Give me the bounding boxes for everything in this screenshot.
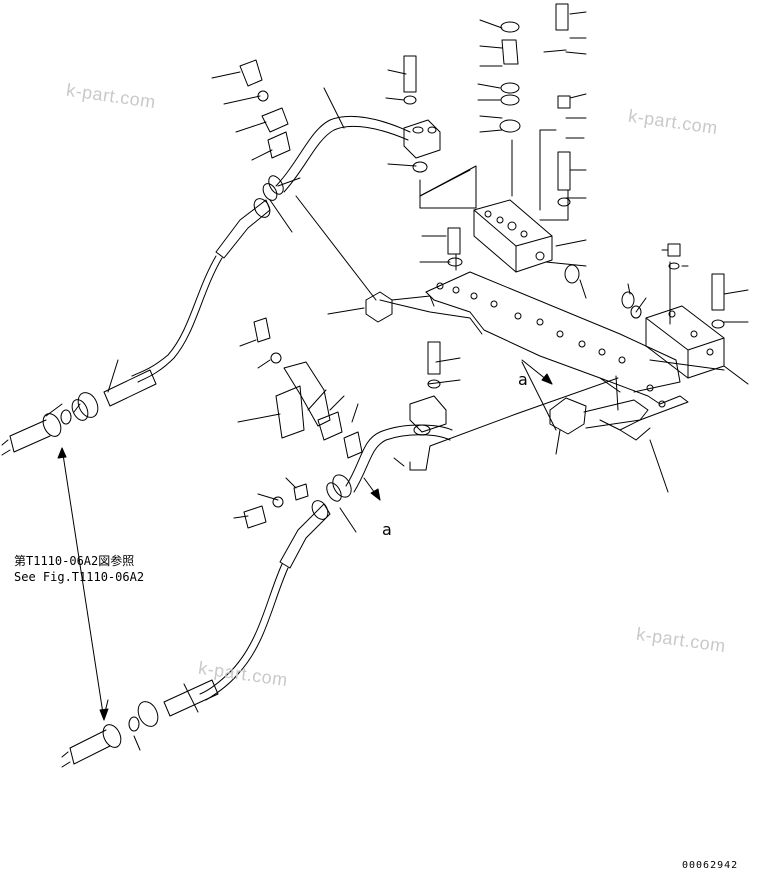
lower-tube-flange-block — [409, 395, 447, 436]
right-clamp-assembly — [549, 397, 651, 441]
valve-block — [473, 199, 553, 273]
upper-clamp-parts — [239, 59, 291, 159]
upper-hose-lower-fitting — [60, 369, 157, 425]
lower-tube-pipe — [345, 424, 453, 493]
reference-note-en: See Fig.T1110-06A2 — [14, 570, 145, 584]
upper-tube-flange-block — [403, 119, 441, 173]
valve-block-plugs-and-bolts — [403, 3, 580, 284]
upper-hose-fitting — [215, 175, 284, 259]
connector-lines — [295, 129, 725, 471]
lower-hose-fitting — [279, 474, 352, 569]
callout-a-upper: a — [518, 370, 528, 389]
bracket-clamp-left — [365, 291, 435, 323]
lower-clamp-parts — [243, 317, 441, 529]
upper-hose — [131, 255, 223, 383]
main-bracket — [379, 271, 689, 431]
lower-hose-lower-fitting — [128, 679, 219, 732]
upper-tube-pipe — [275, 115, 411, 193]
reference-note-jp: 第T1110-06A2図参照 — [14, 554, 135, 568]
upper-shaft-flange — [1, 413, 62, 456]
reference-arrows — [57, 359, 553, 721]
figure-number: 00062942 — [682, 860, 739, 871]
lower-shaft-flange — [61, 724, 122, 768]
callout-a-lower: a — [382, 520, 392, 539]
leader-lines — [45, 11, 749, 751]
